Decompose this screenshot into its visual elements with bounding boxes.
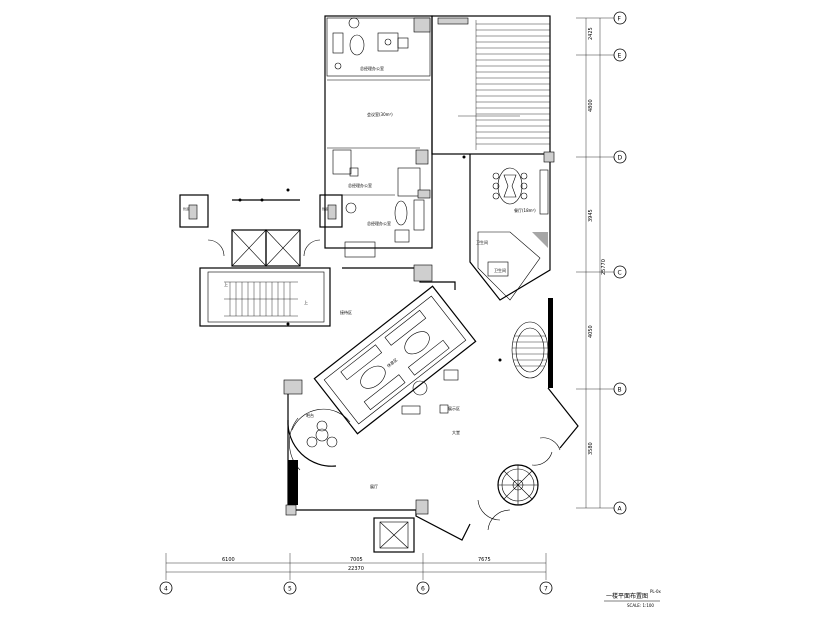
- title-block: 一楼平面布置图 PL-0x SCALE: 1:100: [604, 589, 662, 608]
- right-dimension-chain: 2425 4800 3945 4050 3580 25770: [576, 17, 610, 509]
- grid-bubbles-horizontal: 4 5 6 7: [159, 581, 553, 595]
- dim-dc: 3945: [588, 209, 594, 222]
- axis-bubble-a: A: [618, 506, 623, 513]
- stair-up-label-2: 上: [304, 299, 308, 305]
- drawing-title: 一楼平面布置图: [606, 592, 648, 600]
- dim-5-6: 7005: [350, 557, 363, 563]
- axis-bubble-c: C: [618, 270, 622, 277]
- main-lobby: 接待区 展厅 大堂: [283, 264, 579, 553]
- room-label-bath2: 卫生间: [494, 267, 506, 273]
- room-label-office-top: 总经理办公室: [360, 65, 384, 71]
- dim-ba: 3580: [588, 442, 594, 455]
- room-label-bar: 吧台: [306, 412, 314, 418]
- axis-bubble-5: 5: [288, 586, 292, 593]
- dim-vertical-total: 25770: [601, 259, 607, 275]
- upper-stair: [431, 15, 551, 155]
- sheet-code: PL-0x: [650, 589, 662, 594]
- room-label-office-mid-b: 总经理办公室: [367, 220, 391, 226]
- room-label-rest: 休息区: [385, 356, 398, 368]
- bar-area: 吧台 展示区: [286, 155, 561, 531]
- axis-bubble-e: E: [618, 53, 622, 60]
- room-label-hall: 大堂: [452, 429, 460, 435]
- room-label-dining: 餐厅(18m²): [514, 207, 536, 213]
- dim-6-7: 7675: [478, 557, 491, 563]
- rotated-lounge: 休息区: [313, 285, 477, 435]
- dining-room: 餐厅(18m²) 卫生间 卫生间: [469, 151, 555, 388]
- grid-bubbles-vertical: F E D C B A: [610, 11, 627, 515]
- scale-label: SCALE: 1:100: [627, 603, 654, 608]
- axis-bubble-7: 7: [544, 586, 548, 593]
- room-label-display: 展示区: [448, 405, 460, 411]
- dim-cb: 4050: [588, 325, 594, 338]
- room-label-office-mid: 总经理办公室: [348, 182, 372, 188]
- stair-up-label-1: 上: [224, 281, 228, 287]
- axis-bubble-d: D: [618, 155, 623, 162]
- room-label-left-2: 管道: [322, 206, 328, 211]
- dim-ed: 4800: [588, 99, 594, 112]
- axis-bubble-4: 4: [164, 586, 168, 593]
- axis-bubble-b: B: [618, 387, 622, 394]
- dim-horizontal-total: 22370: [348, 566, 364, 572]
- room-label-bath: 卫生间: [476, 239, 488, 245]
- top-office-block: 总经理办公室 会议室(30m²) 总经理办公室 总经理办公室: [324, 15, 433, 258]
- room-label-left-1: 管道: [183, 206, 189, 211]
- dim-4-5: 6100: [222, 557, 235, 563]
- axis-bubble-6: 6: [421, 586, 425, 593]
- room-label-reception: 接待区: [340, 309, 352, 315]
- dim-fe: 2425: [588, 27, 594, 40]
- axis-bubble-f: F: [618, 16, 622, 23]
- left-stair-elevator: 管道 管道 上 上: [179, 188, 343, 327]
- room-label-exhibit: 展厅: [370, 483, 378, 489]
- bottom-dimension-chain: 6100 7005 7675 22370: [165, 553, 547, 580]
- room-label-meeting: 会议室(30m²): [367, 111, 393, 117]
